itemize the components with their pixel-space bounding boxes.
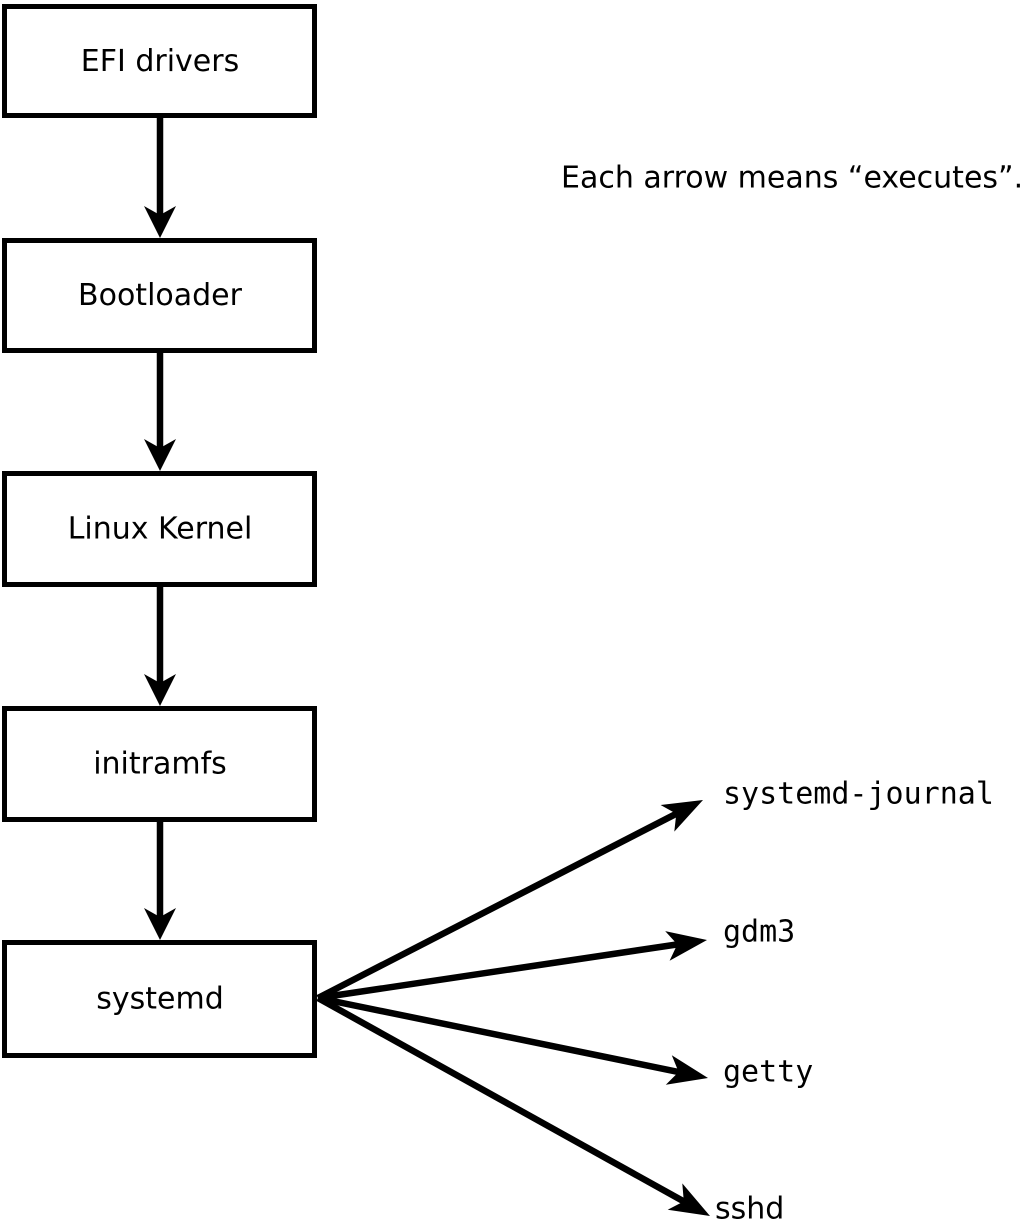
box-outline <box>2 238 317 353</box>
arrow-shaft <box>316 995 688 1206</box>
down-arrow-kernel-to-initramfs <box>144 587 176 706</box>
fan-arrow-sshd <box>316 995 710 1216</box>
spawned-label-gdm3: gdm3 <box>723 915 795 950</box>
spawned-label-getty: getty <box>723 1055 813 1090</box>
fan-arrow-gdm3 <box>317 931 707 1002</box>
flow-box-label: systemd <box>96 982 224 1017</box>
down-arrow-efi-to-bootloader <box>144 118 176 238</box>
flow-box-efi-drivers: EFI drivers <box>2 4 317 118</box>
box-outline <box>2 706 317 822</box>
down-arrow-initramfs-to-systemd <box>144 822 176 940</box>
spawned-label-sshd: sshd <box>715 1192 784 1227</box>
arrowhead-icon <box>144 674 176 706</box>
arrow-shaft <box>316 809 680 1001</box>
arrowhead-icon <box>665 931 707 961</box>
box-outline <box>2 940 317 1058</box>
arrowhead-icon <box>667 1183 710 1216</box>
fan-arrow-getty <box>317 994 708 1085</box>
flow-box-linux-kernel: Linux Kernel <box>2 471 317 587</box>
flow-box-label: EFI drivers <box>81 44 239 79</box>
flow-box-systemd: systemd <box>2 940 317 1058</box>
flow-box-label: Linux Kernel <box>68 512 253 547</box>
arrowhead-icon <box>144 206 176 238</box>
arrow-meaning-note: Each arrow means “executes”. <box>561 161 1023 196</box>
arrowhead-icon <box>144 439 176 471</box>
spawned-label-systemd-journal: systemd-journal <box>723 777 994 812</box>
arrow-shaft <box>317 994 682 1076</box>
fan-arrow-systemd-journal <box>316 800 703 1001</box>
flow-box-label: initramfs <box>93 747 227 782</box>
flow-box-label: Bootloader <box>78 278 243 313</box>
flow-box-initramfs: initramfs <box>2 706 317 822</box>
arrowhead-icon <box>144 908 176 940</box>
arrow-shaft <box>317 940 680 1002</box>
flow-box-bootloader: Bootloader <box>2 238 317 353</box>
arrowhead-icon <box>665 1055 708 1085</box>
box-outline <box>2 471 317 587</box>
box-outline <box>2 4 317 118</box>
down-arrow-bootloader-to-kernel <box>144 353 176 471</box>
arrowhead-icon <box>660 800 703 832</box>
